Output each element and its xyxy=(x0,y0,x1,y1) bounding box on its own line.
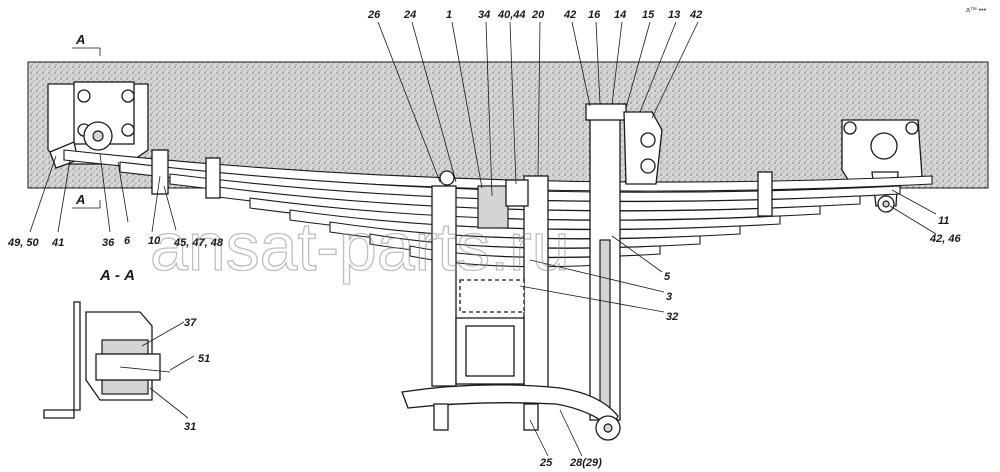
callout-40-44: 40,44 xyxy=(497,9,526,21)
callout-32: 32 xyxy=(666,311,678,323)
callout-28-29: 28(29) xyxy=(569,457,602,469)
corner-mark: a™ ••• xyxy=(966,7,987,14)
callout-25: 25 xyxy=(539,457,553,469)
callout-5: 5 xyxy=(664,271,671,283)
radius-arm xyxy=(401,384,621,441)
callout-11: 11 xyxy=(938,215,949,227)
section-a-a-detail xyxy=(43,301,171,419)
callout-42-top-right: 42 xyxy=(689,9,702,21)
callout-16: 16 xyxy=(588,9,601,21)
front-spring-bracket xyxy=(47,81,149,169)
callout-34: 34 xyxy=(478,9,490,21)
callout-31: 31 xyxy=(184,421,196,433)
section-line-marks xyxy=(72,47,101,209)
shock-absorber xyxy=(585,103,663,421)
rear-spring-bracket xyxy=(841,119,923,213)
callout-45-47-48: 45, 47, 48 xyxy=(173,237,224,249)
callout-42-46: 42, 46 xyxy=(929,233,961,245)
callout-14: 14 xyxy=(614,9,626,21)
callout-10: 10 xyxy=(148,235,161,247)
callout-3: 3 xyxy=(666,291,672,303)
callout-26: 26 xyxy=(367,9,381,21)
section-title: А - А xyxy=(99,267,135,284)
callout-41: 41 xyxy=(51,237,64,249)
callout-6: 6 xyxy=(124,235,131,247)
callout-42-top-left: 42 xyxy=(563,9,576,21)
callout-20: 20 xyxy=(531,9,545,21)
callout-36: 36 xyxy=(102,237,115,249)
axle-housing xyxy=(431,170,549,391)
section-mark-bottom: A xyxy=(75,192,85,207)
section-mark-top: A xyxy=(75,32,85,47)
callout-49-50: 49, 50 xyxy=(7,237,39,249)
callout-24: 24 xyxy=(403,9,416,21)
watermark: ansat-parts.ru xyxy=(150,209,570,285)
leader-lines xyxy=(29,21,937,457)
callout-15: 15 xyxy=(642,9,655,21)
callout-13: 13 xyxy=(668,9,680,21)
callout-1: 1 xyxy=(446,9,452,21)
callout-37: 37 xyxy=(184,317,197,329)
callout-51: 51 xyxy=(198,353,210,365)
rebound-clips xyxy=(151,149,773,217)
